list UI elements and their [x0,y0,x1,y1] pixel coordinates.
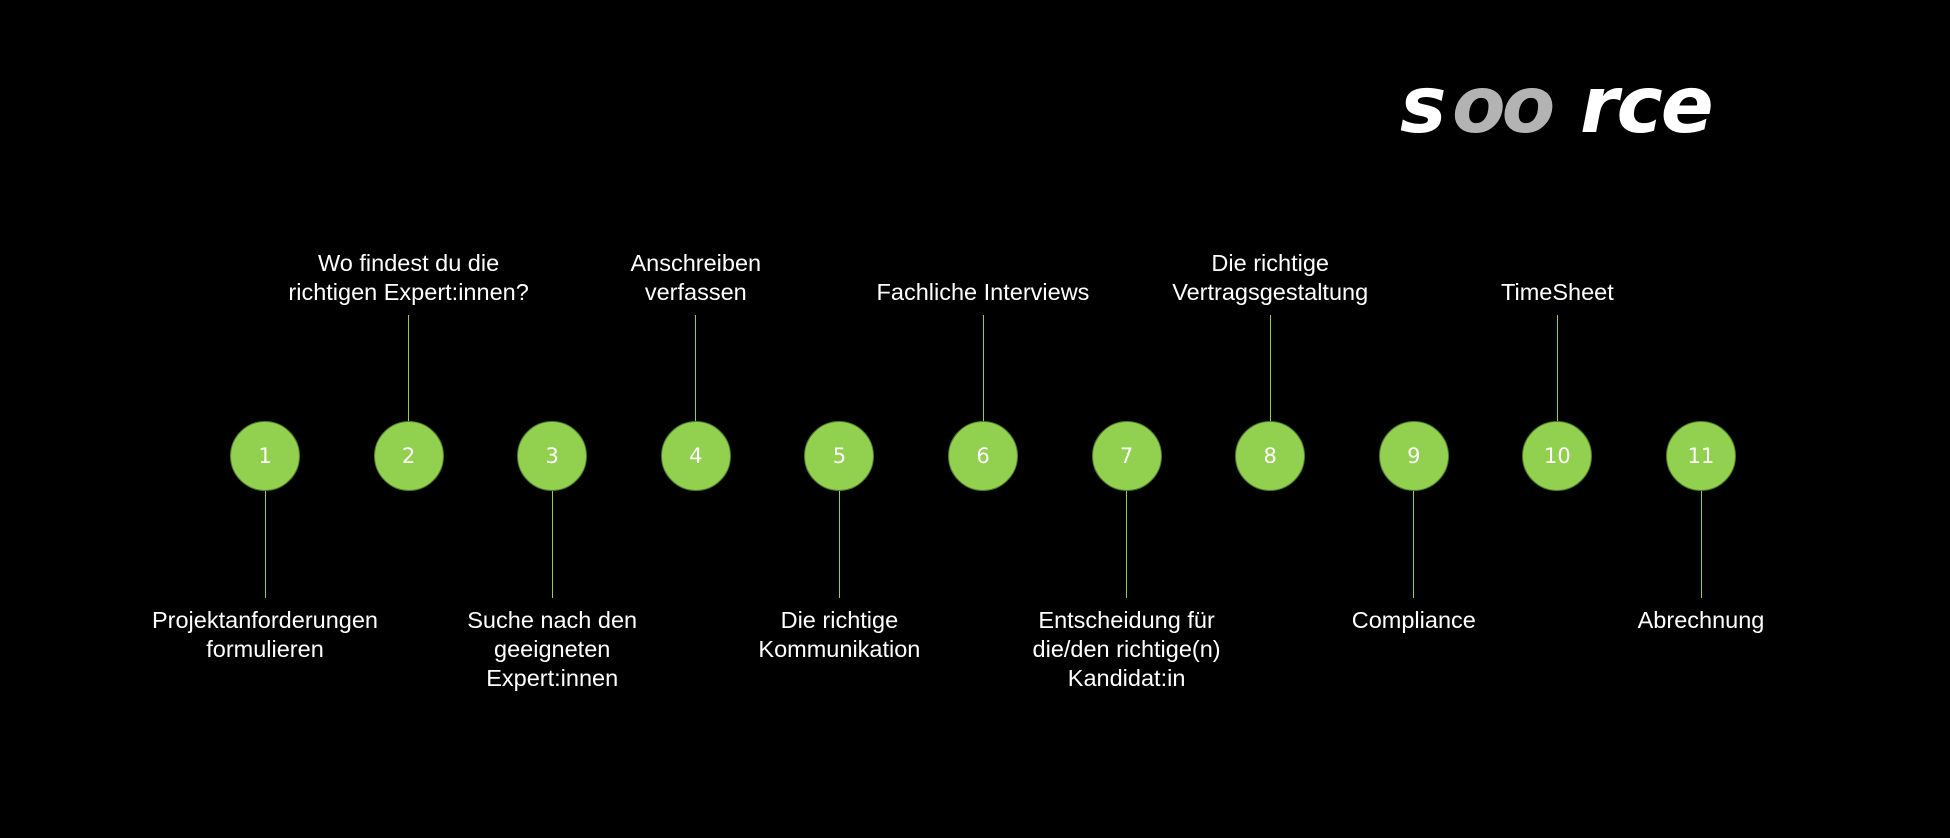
step-number-badge: 7 [1091,421,1162,491]
step-number-badge: 8 [1235,421,1306,491]
step-number-badge: 11 [1666,421,1736,491]
step-number-badge: 4 [660,421,731,491]
step-label: Fachliche Interviews [876,279,1090,305]
step-connector [264,491,266,598]
step-connector [1413,491,1415,598]
step-label: TimeSheet [1501,279,1614,305]
step-connector [1126,491,1128,598]
step-number-badge: 6 [948,421,1018,491]
step-number-badge: 5 [804,421,875,491]
step-connector [1556,315,1558,421]
step-connector [982,315,984,421]
step-label: Compliance [1351,607,1476,633]
step-connector [695,315,697,421]
step-connector [1269,315,1271,421]
svg-text:s: s [1400,70,1446,140]
step-connector [1700,491,1702,598]
scorce-logo: s oo rce [1400,70,1714,140]
step-connector [838,491,840,598]
step-label: Anschreiben verfassen [630,250,762,305]
step-label: Die richtige Vertragsgestaltung [1172,250,1369,305]
step-connector [551,491,553,598]
svg-text:oo: oo [1452,70,1553,140]
step-label: Entscheidung für die/den richtige(n) Kan… [1032,607,1221,691]
step-number-badge: 1 [230,421,300,491]
step-number-badge: 3 [517,421,588,491]
step-label: Suche nach den geeigneten Expert:innen [467,607,638,691]
step-label: Projektanforderungen formulieren [151,607,378,662]
step-label: Wo findest du die richtigen Expert:innen… [288,250,529,305]
step-connector [408,315,410,421]
step-number-badge: 10 [1522,421,1593,491]
step-number-badge: 2 [373,421,444,491]
step-label: Die richtige Kommunikation [758,607,921,662]
step-label: Abrechnung [1637,607,1765,633]
svg-text:rce: rce [1580,70,1712,140]
step-number-badge: 9 [1378,421,1449,491]
